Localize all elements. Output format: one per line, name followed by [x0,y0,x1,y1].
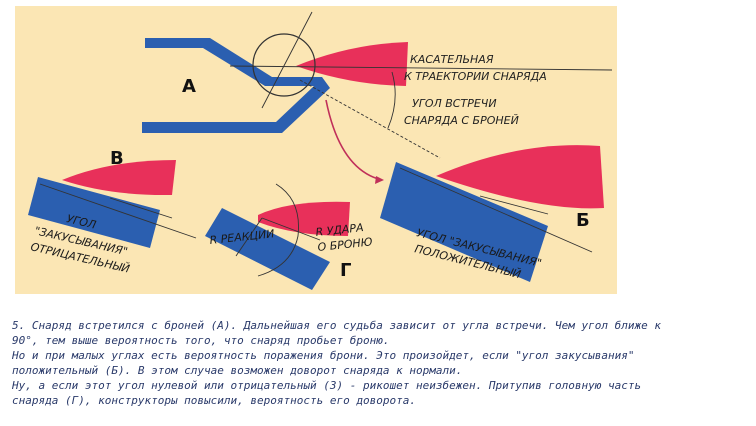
projectile-g [258,201,350,236]
label-meeting-2: СНАРЯДА С БРОНЕЙ [404,114,519,127]
label-meeting-1: УГОЛ ВСТРЕЧИ [412,97,497,110]
impact-circle [252,33,316,97]
bite-ray-v [109,197,173,219]
impact-vector [261,217,321,241]
bite-ray-b [479,195,549,215]
armor-normal [261,11,313,109]
rotation-arc-g [257,183,299,277]
label-tangent-2: К ТРАЕКТОРИИ СНАРЯДА [404,70,547,83]
transition-arrow [325,99,383,181]
caption-line: 90°, тем выше вероятность того, что снар… [12,334,390,347]
angle-line-v [39,183,197,239]
scene-g: Г R РЕАКЦИИ R УДАРА О БРОНЮ [205,183,373,290]
caption-line: положительный (Б). В этом случае возможе… [12,364,463,377]
label-tangent-1: КАСАТЕЛЬНАЯ [410,53,494,66]
caption-line: снаряда (Г), конструкторы повысили, веро… [12,394,416,407]
scene-a: А КАСАТЕЛЬНАЯ К ТРАЕКТОРИИ СНАРЯДА УГОЛ … [142,11,613,184]
label-r-impact-2: О БРОНЮ [317,235,373,254]
armor-plate-b [380,162,548,282]
letter-v: В [110,148,124,169]
transition-arrowhead [375,176,384,184]
caption-line: Ну, а если этот угол нулевой или отрицат… [12,379,642,392]
meeting-angle-arc [387,71,396,129]
label-r-impact-1: R УДАРА [315,221,364,239]
caption-line: 5. Снаряд встретился с броней (А). Дальн… [12,319,662,332]
reaction-vector [235,217,263,257]
projectile-v [62,160,176,196]
angle-line-b [399,167,593,253]
projectile-b [436,145,604,209]
letter-g: Г [340,260,351,281]
armor-plate-v [28,177,160,248]
caption-line: Но и при малых углах есть вероятность по… [12,349,635,362]
armor-surface-extension [299,79,441,159]
letter-a: А [182,76,196,97]
trajectory-tangent [229,65,613,71]
armor-plate-a [142,38,330,133]
letter-b: Б [576,210,590,231]
figure-caption: 5. Снаряд встретился с броней (А). Дальн… [12,318,750,408]
armor-plate-g [205,208,330,290]
projectile-a [296,42,408,86]
